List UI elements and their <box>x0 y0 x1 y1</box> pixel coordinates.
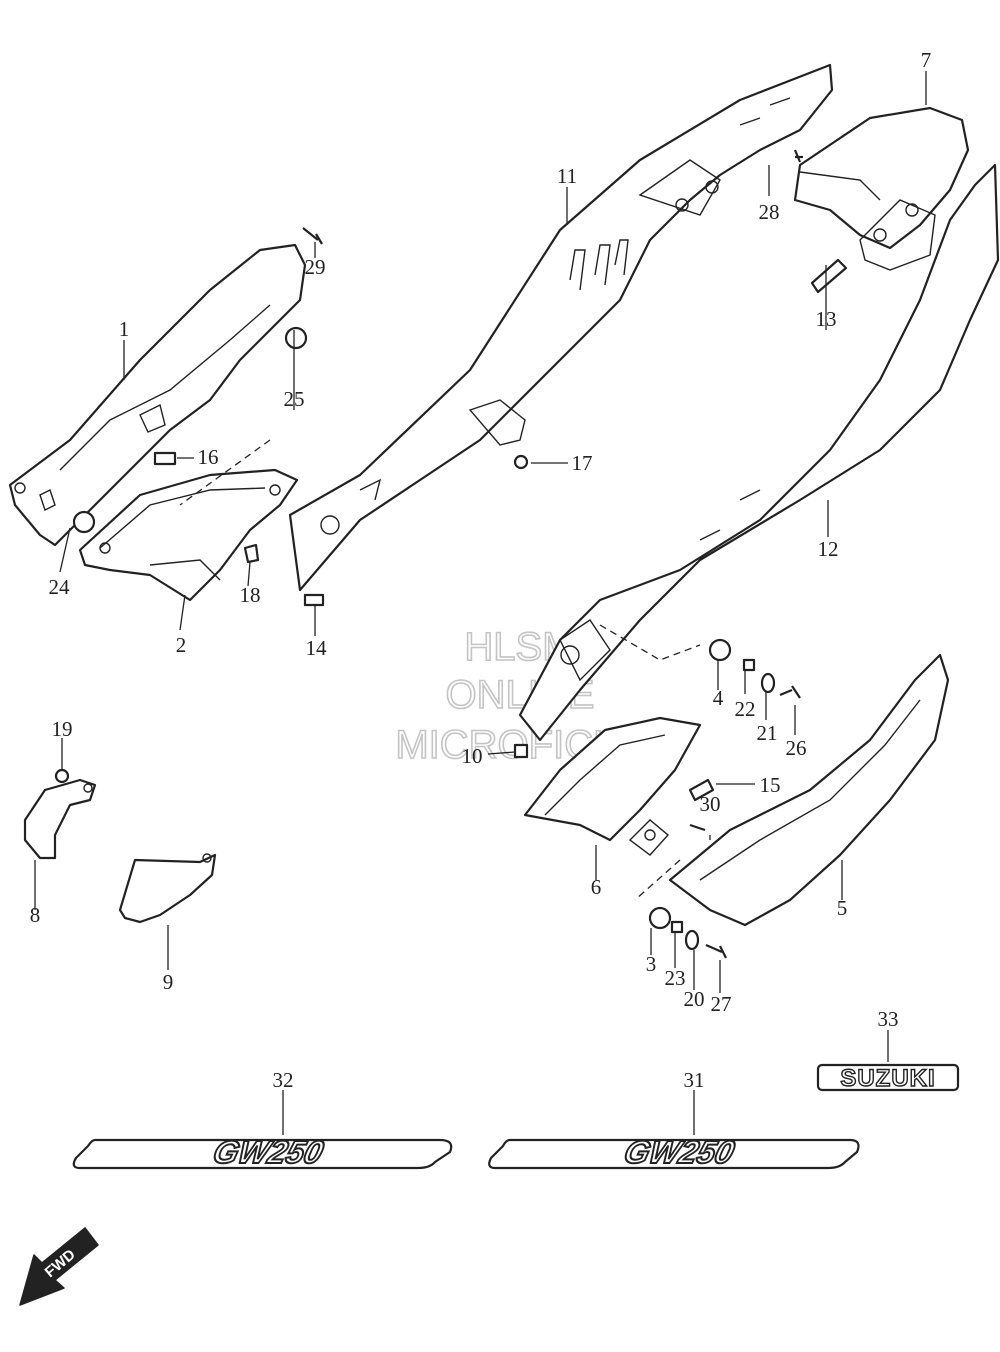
callout-13: 13 <box>816 307 837 331</box>
callout-16: 16 <box>198 445 219 469</box>
callout-8: 8 <box>30 903 41 927</box>
callout-26: 26 <box>786 736 807 760</box>
callout-21: 21 <box>757 721 778 745</box>
callout-12: 12 <box>818 537 839 561</box>
callout-9: 9 <box>163 970 174 994</box>
callouts: 7 11 28 29 13 1 25 16 17 12 24 18 2 14 4… <box>30 48 932 1092</box>
grommet-25 <box>284 326 308 350</box>
screw-30 <box>689 823 706 832</box>
collar-22 <box>742 658 756 672</box>
small-parts <box>54 149 848 959</box>
part-9-bracket <box>118 853 217 924</box>
callout-32: 32 <box>273 1068 294 1092</box>
decal-32-model-left: GW250 <box>72 1134 453 1171</box>
callout-11: 11 <box>557 164 577 188</box>
model-decal-right-text: GW250 <box>620 1135 738 1170</box>
callout-19: 19 <box>52 717 73 741</box>
callout-14: 14 <box>306 636 328 660</box>
part-1-side-cover-left <box>8 243 307 547</box>
callout-28: 28 <box>759 200 780 224</box>
callout-5: 5 <box>837 896 848 920</box>
clip-18 <box>243 543 260 564</box>
callout-18: 18 <box>240 583 261 607</box>
callout-31: 31 <box>684 1068 705 1092</box>
leader-lines <box>34 71 927 1135</box>
screw-26 <box>779 685 801 699</box>
pad-16 <box>153 451 177 466</box>
clip-10 <box>513 743 529 759</box>
callout-6: 6 <box>591 875 602 899</box>
callout-17: 17 <box>572 451 593 475</box>
clip-17 <box>513 454 529 470</box>
screw-28 <box>793 149 803 163</box>
screw-19 <box>54 768 70 784</box>
callout-10: 10 <box>462 744 483 768</box>
part-7-tail-cover <box>793 106 970 250</box>
callout-33: 33 <box>878 1007 899 1031</box>
model-decal-left-text: GW250 <box>209 1135 327 1170</box>
fwd-arrow: FWD <box>19 1227 99 1306</box>
part-12-frame-cover-right <box>518 163 1000 742</box>
decal-33-brand: SUZUKI <box>816 1063 960 1093</box>
collar-23 <box>670 920 684 934</box>
callout-23: 23 <box>665 966 686 990</box>
callout-7: 7 <box>921 48 932 72</box>
callout-22: 22 <box>735 697 756 721</box>
pad-15 <box>688 778 715 802</box>
callout-29: 29 <box>305 255 326 279</box>
part-6-side-panel <box>523 716 702 856</box>
pad-13 <box>810 258 848 294</box>
washer-20 <box>684 929 700 951</box>
pad-14 <box>303 593 325 607</box>
part-11-frame-cover <box>288 63 834 592</box>
assembly-lines <box>179 439 701 901</box>
callout-4: 4 <box>713 686 724 710</box>
callout-30: 30 <box>700 792 721 816</box>
screw-27 <box>705 943 727 959</box>
part-5-side-cover-right <box>668 653 950 927</box>
callout-27: 27 <box>711 992 732 1016</box>
callout-1: 1 <box>119 317 130 341</box>
grommet-24 <box>72 510 96 534</box>
callout-25: 25 <box>284 387 305 411</box>
callout-3: 3 <box>646 952 657 976</box>
grommet-4 <box>708 638 732 662</box>
screw-29 <box>302 227 323 245</box>
part-2-inner-panel-left <box>78 468 299 602</box>
callout-15: 15 <box>760 773 781 797</box>
callout-24: 24 <box>49 575 71 599</box>
brand-emblem-text: SUZUKI <box>840 1065 935 1092</box>
callout-2: 2 <box>176 633 187 657</box>
decal-31-model-right: GW250 <box>488 1134 860 1171</box>
callout-20: 20 <box>684 987 705 1011</box>
washer-21 <box>760 672 776 694</box>
part-8-bracket <box>23 778 97 860</box>
grommet-3 <box>648 906 672 930</box>
